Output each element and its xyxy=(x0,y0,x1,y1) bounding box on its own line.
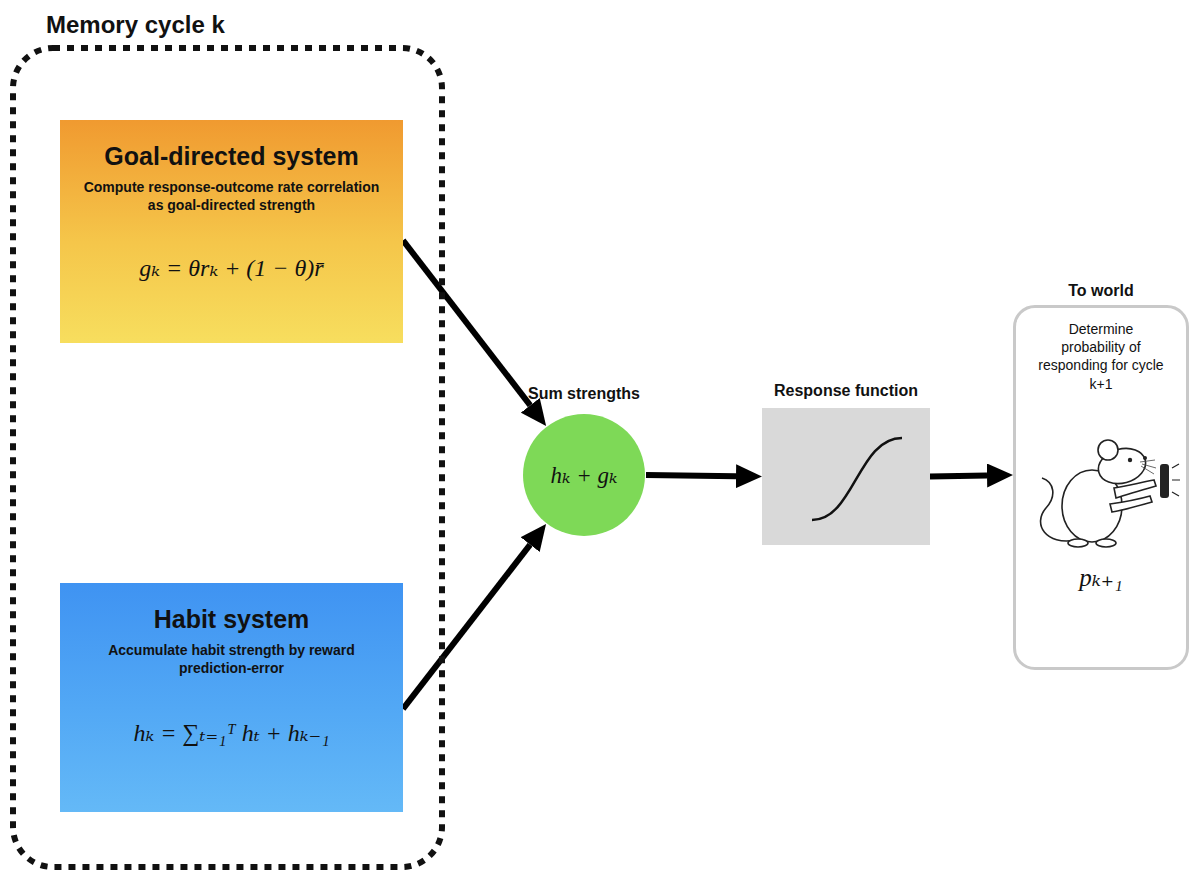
circle-fill xyxy=(523,414,645,536)
node-label: Response function xyxy=(774,382,918,400)
group-title: Memory cycle k xyxy=(46,11,225,39)
node-content: Habit systemAccumulate habit strength by… xyxy=(60,583,403,761)
arrow-connector xyxy=(403,545,530,709)
arrow-connector xyxy=(930,473,987,480)
node-content: Goal-directed systemCompute response-out… xyxy=(60,120,403,296)
habit-box: Habit systemAccumulate habit strength by… xyxy=(60,583,403,812)
node-label: To world xyxy=(1068,282,1133,300)
system-title: Goal-directed system xyxy=(104,142,358,171)
probability-symbol: pₖ₊₁ xyxy=(1079,563,1123,592)
system-description: Accumulate habit strength by reward pred… xyxy=(78,642,385,677)
world-description: Determine probability of responding for … xyxy=(1035,320,1167,393)
arrow-connector xyxy=(646,475,736,476)
sum-circle: Sum strengthshₖ + gₖ xyxy=(522,413,646,537)
formula: hₖ = ∑ₜ₌₁ᵀ hₜ + hₖ₋₁ xyxy=(133,719,329,747)
dashed-outline xyxy=(13,48,442,867)
formula: gₖ = θrₖ + (1 − θ)r̄ xyxy=(139,254,323,282)
goal-directed-box: Goal-directed systemCompute response-out… xyxy=(60,120,403,343)
system-title: Habit system xyxy=(154,605,310,634)
rat-illustration xyxy=(1041,440,1180,547)
arrow-connector xyxy=(403,240,530,405)
sigmoid-curve xyxy=(812,438,902,520)
node-content: Determine probability of responding for … xyxy=(1016,308,1186,604)
sum-formula: hₖ + gₖ xyxy=(551,462,618,489)
response-function-box: Response function xyxy=(762,408,930,545)
memory-cycle-group: Memory cycle kGoal-directed systemComput… xyxy=(10,45,445,870)
world-box: To worldDetermine probability of respond… xyxy=(1013,305,1189,670)
system-description: Compute response-outcome rate correlatio… xyxy=(78,179,385,214)
sigmoid-shape xyxy=(762,408,930,545)
node-label: Sum strengths xyxy=(528,385,640,403)
node-content: hₖ + gₖ xyxy=(522,413,646,537)
